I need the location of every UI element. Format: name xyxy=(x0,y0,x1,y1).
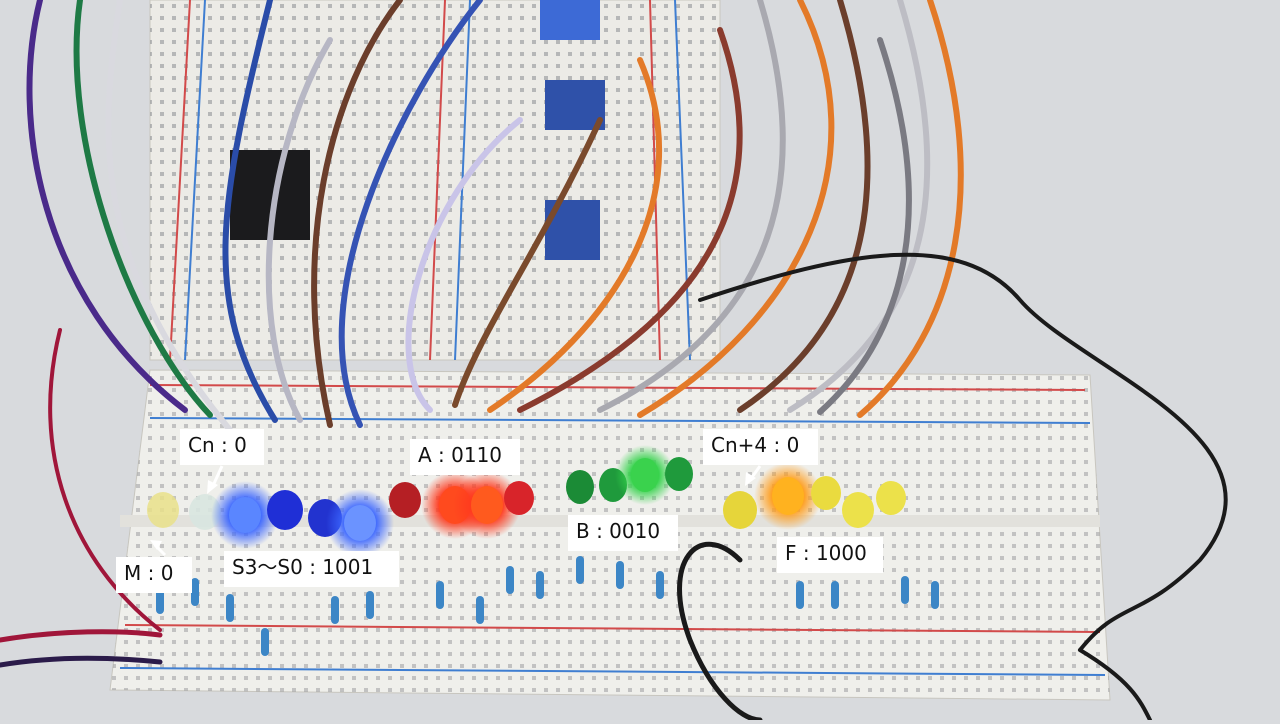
led-f2 xyxy=(811,476,841,510)
led-s2 xyxy=(267,490,303,530)
annotation-arrows xyxy=(150,465,762,557)
label-a: A : 0110 xyxy=(410,439,520,475)
led-a1 xyxy=(471,486,503,524)
label-cn: Cn : 0 xyxy=(180,429,264,465)
led-s3 xyxy=(229,497,261,533)
label-f: F : 1000 xyxy=(777,537,883,573)
led-s0 xyxy=(344,505,376,541)
label-m: M : 0 xyxy=(116,557,192,593)
led-f0 xyxy=(876,481,906,515)
led-a3 xyxy=(389,482,421,518)
led-f1 xyxy=(842,492,874,528)
led-b1 xyxy=(631,458,659,492)
label-b: B : 0010 xyxy=(568,515,678,551)
resistors xyxy=(156,556,939,656)
led-cn4 xyxy=(723,491,757,529)
led-b3 xyxy=(566,470,594,504)
dip-switch xyxy=(540,0,600,40)
led-m xyxy=(147,492,179,528)
label-cn4: Cn+4 : 0 xyxy=(703,429,818,465)
led-a0 xyxy=(504,481,534,515)
led-b0 xyxy=(665,457,693,491)
led-f3 xyxy=(772,477,804,515)
led-row xyxy=(147,445,906,557)
jumper-wires xyxy=(0,0,1228,723)
label-s: S3～S0 : 1001 xyxy=(224,551,399,587)
upper-breadboards xyxy=(149,0,721,361)
